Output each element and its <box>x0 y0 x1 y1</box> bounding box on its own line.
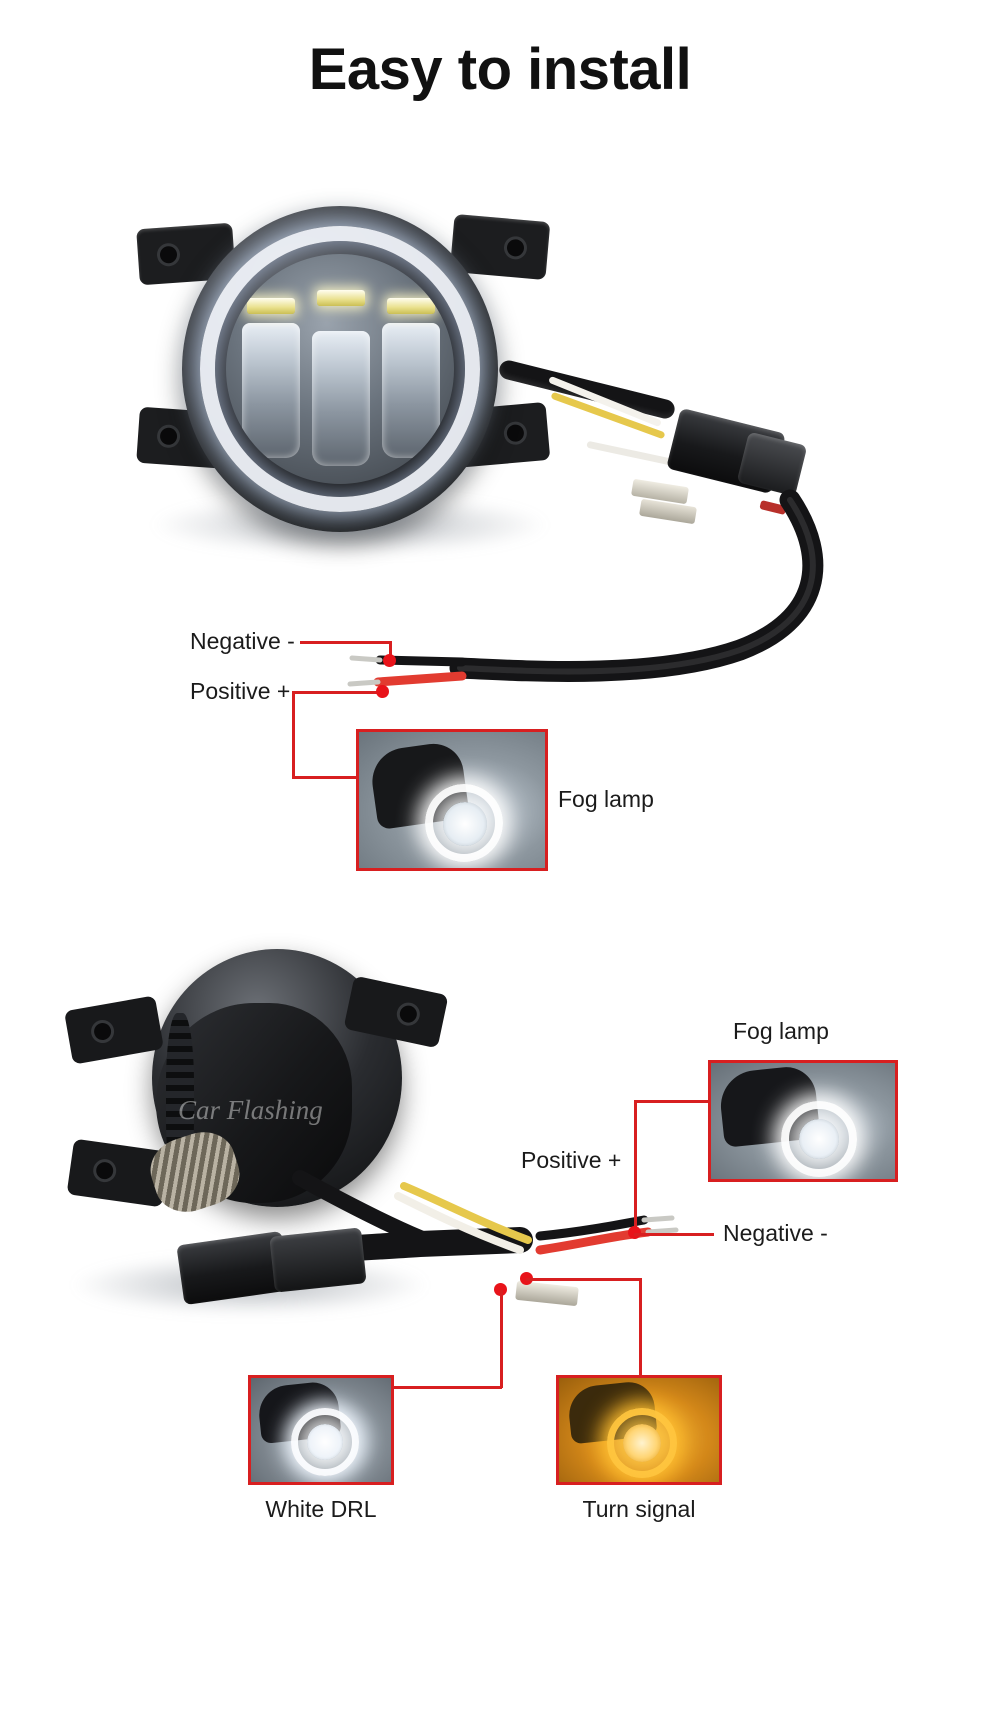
led-chip <box>387 298 435 314</box>
thumb-lens-beam <box>443 802 487 846</box>
fog-lamp-rear-assembly: Car Flashing <box>60 945 480 1305</box>
fog-lamp-front-assembly <box>130 198 551 543</box>
leader-line-positive-down <box>292 691 295 779</box>
bracket-hole <box>159 427 178 446</box>
leader-line-negative-h <box>300 641 392 644</box>
leader-dot-positive <box>376 685 389 698</box>
thumbnail-photo <box>359 732 545 868</box>
thumbnail-photo <box>711 1063 895 1179</box>
leader-dot-white-drl <box>494 1283 507 1296</box>
thumb-halo-ring-amber <box>607 1408 677 1478</box>
thumbnail-caption-turn-signal: Turn signal <box>582 1496 696 1522</box>
leader-line-positive-2-h <box>634 1100 710 1103</box>
bracket-hole <box>92 1021 113 1042</box>
thumb-halo-ring <box>781 1101 857 1177</box>
connector-shell-2 <box>269 1227 367 1293</box>
thumbnail-fog-lamp-front[interactable] <box>356 729 548 871</box>
thumb-halo-ring-white <box>291 1408 359 1476</box>
harness-wire-white-2 <box>586 440 676 467</box>
bracket-hole <box>506 238 525 258</box>
callout-label-positive: Positive + <box>190 678 291 704</box>
thumbnail-caption-white-drl: White DRL <box>265 1496 377 1522</box>
led-chip <box>247 298 295 314</box>
thumbnail-photo <box>251 1378 391 1482</box>
reflector-pod <box>242 323 300 458</box>
thumbnail-white-drl[interactable] <box>248 1375 394 1485</box>
positive-wire-tip <box>347 679 381 687</box>
page-title: Easy to install <box>308 37 692 102</box>
thumb-halo-ring <box>425 784 503 862</box>
thumbnail-turn-signal[interactable] <box>556 1375 722 1485</box>
leader-line-to-thumbnail <box>292 776 358 779</box>
negative-wire-tip-2 <box>641 1215 675 1223</box>
thumb-lens-beam-amber <box>623 1424 661 1462</box>
lamp2-bracket-left-top <box>64 995 164 1065</box>
thumbnail-fog-lamp-rear[interactable] <box>708 1060 898 1182</box>
leader-line-drl-v <box>500 1290 503 1388</box>
thumb-lens-beam <box>799 1119 839 1159</box>
reflector-pod <box>382 323 440 458</box>
leader-line-positive-2-down <box>634 1140 637 1232</box>
thumbnail-photo <box>559 1378 719 1482</box>
leader-line-drl-h <box>392 1386 502 1389</box>
callout-label-negative: Negative - <box>190 628 295 654</box>
spade-terminal-lower <box>639 498 697 525</box>
led-chip <box>317 290 365 306</box>
watermark-text: Car Flashing <box>178 1095 323 1125</box>
reflector-pod <box>312 331 370 466</box>
leader-line-negative-v <box>389 641 392 663</box>
thumbnail-caption-fog-lamp-2: Fog lamp <box>733 1018 829 1044</box>
callout-label-positive-2: Positive + <box>521 1147 622 1173</box>
bracket-hole <box>159 245 178 264</box>
callout-label-negative-2: Negative - <box>723 1220 828 1246</box>
thumbnail-caption-fog-lamp: Fog lamp <box>558 786 654 812</box>
thumb-lens-beam-white <box>307 1424 343 1460</box>
bracket-hole <box>95 1161 115 1181</box>
positive-wire-tip-2 <box>645 1227 679 1235</box>
leader-line-negative-2-h <box>634 1233 714 1236</box>
leader-line-positive-h <box>292 691 382 694</box>
positive-wire-red <box>373 671 467 687</box>
connector-latch-red <box>759 499 787 516</box>
leader-line-turn-v <box>639 1278 642 1386</box>
leader-line-positive-2-v <box>634 1100 637 1142</box>
lamp-lens-well <box>226 254 454 484</box>
leader-dot-negative <box>383 654 396 667</box>
leader-line-turn-h <box>526 1278 642 1281</box>
negative-wire-tip <box>349 655 383 663</box>
bracket-hole <box>506 423 525 443</box>
bracket-hole <box>398 1004 419 1025</box>
spade-terminal-upper <box>631 478 689 505</box>
